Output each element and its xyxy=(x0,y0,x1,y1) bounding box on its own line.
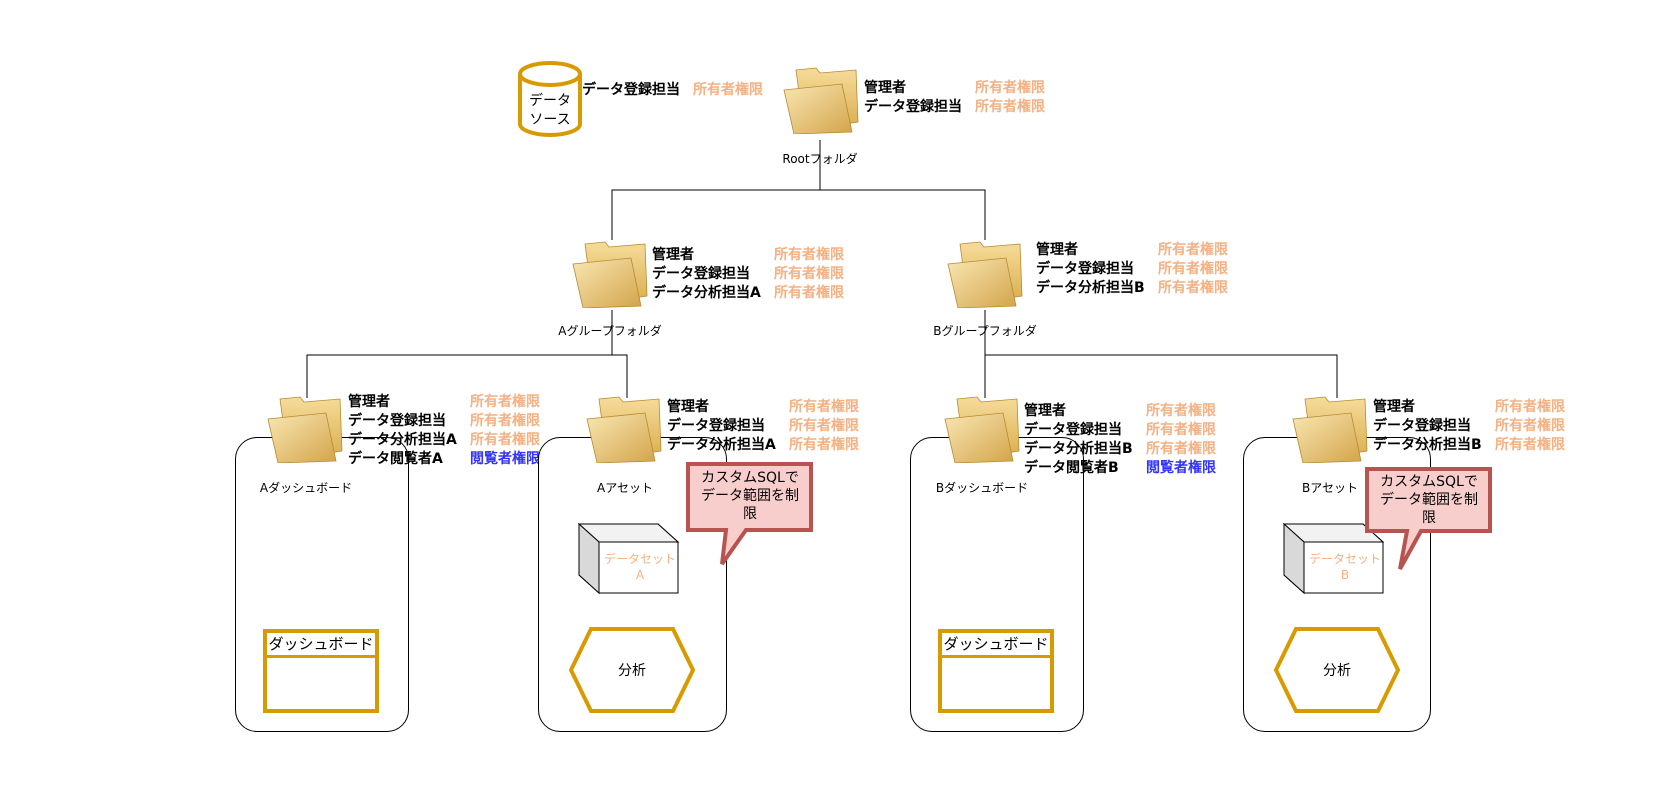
role-name: データ分析担当A xyxy=(667,437,776,453)
permission-level: 所有者権限 xyxy=(789,437,859,453)
a-dashboard-folder-icon xyxy=(267,396,343,463)
role-name: データ分析担当B xyxy=(1024,441,1133,457)
a-asset-role-list: 管理者データ登録担当データ分析担当A xyxy=(667,398,776,455)
root-folder-icon xyxy=(783,67,859,134)
group-b-role-list: 管理者データ登録担当データ分析担当B xyxy=(1036,241,1145,298)
role-name: データ登録担当 xyxy=(864,99,962,115)
b-asset-role-list: 管理者データ登録担当データ分析担当B xyxy=(1373,398,1482,455)
role-name: データ登録担当 xyxy=(652,266,750,282)
a-dashboard-perm-list: 所有者権限所有者権限所有者権限閲覧者権限 xyxy=(470,393,540,469)
b-asset-folder-icon xyxy=(1292,396,1368,463)
role-name: データ分析担当A xyxy=(652,285,761,301)
permission-level: 所有者権限 xyxy=(1158,242,1228,258)
role-name: 管理者 xyxy=(1024,403,1066,419)
datasource-perm: 所有者権限 xyxy=(693,82,763,98)
dataset-b-label: データセット B xyxy=(1308,552,1382,582)
b-dashboard-box[interactable]: ダッシュボード xyxy=(938,629,1054,713)
b-asset-perm-list: 所有者権限所有者権限所有者権限 xyxy=(1495,398,1565,455)
permission-level: 閲覧者権限 xyxy=(1146,460,1216,476)
datasource-role: データ登録担当 xyxy=(582,82,680,98)
permission-level: 所有者権限 xyxy=(789,418,859,434)
role-name: データ登録担当 xyxy=(1036,261,1134,277)
role-name: 管理者 xyxy=(652,247,694,263)
group-a-perm-list: 所有者権限所有者権限所有者権限 xyxy=(774,246,844,303)
analysis-a-hexagon-icon[interactable] xyxy=(569,627,695,713)
analysis-a-label: 分析 xyxy=(618,663,646,679)
group-b-perm-list: 所有者権限所有者権限所有者権限 xyxy=(1158,241,1228,298)
role-name: データ登録担当 xyxy=(667,418,765,434)
dataset-a-label: データセット A xyxy=(603,552,677,582)
b-dashboard-folder-icon xyxy=(944,396,1020,463)
b-dashboard-box-title: ダッシュボード xyxy=(942,633,1050,658)
group-a-folder-icon xyxy=(572,241,648,308)
permission-level: 所有者権限 xyxy=(789,399,859,415)
datasource-cylinder-icon xyxy=(518,61,582,137)
role-name: データ分析担当B xyxy=(1373,437,1482,453)
callout-b-shape xyxy=(1365,467,1492,570)
a-dashboard-role-list: 管理者データ登録担当データ分析担当A データ閲覧者A xyxy=(348,393,457,469)
callout-b-text: カスタムSQLで データ範囲を制 限 xyxy=(1380,474,1478,526)
group-a-role-list: 管理者データ登録担当データ分析担当A xyxy=(652,246,761,303)
a-asset-perm-list: 所有者権限所有者権限所有者権限 xyxy=(789,398,859,455)
permission-level: 所有者権限 xyxy=(975,80,1045,96)
permission-level: 所有者権限 xyxy=(1158,261,1228,277)
role-name: データ分析担当B xyxy=(1036,280,1145,296)
analysis-b-label: 分析 xyxy=(1323,663,1351,679)
b-dashboard-label: Bダッシュボード xyxy=(935,481,1029,495)
permission-level: 所有者権限 xyxy=(1495,418,1565,434)
group-a-folder-label: Aグループフォルダ xyxy=(558,324,662,338)
a-dashboard-box-title: ダッシュボード xyxy=(267,633,375,658)
a-asset-label: Aアセット xyxy=(597,481,653,495)
permission-level: 所有者権限 xyxy=(470,394,540,410)
role-name: データ分析担当A xyxy=(348,432,457,448)
root-folder-label: Rootフォルダ xyxy=(782,152,858,166)
role-name: データ閲覧者B xyxy=(1024,460,1119,476)
role-name: データ登録担当 xyxy=(1024,422,1122,438)
root-perm-list: 所有者権限所有者権限 xyxy=(975,79,1045,117)
root-role-list: 管理者データ登録担当 xyxy=(864,79,962,117)
callout-a-text: カスタムSQLで データ範囲を制 限 xyxy=(701,470,799,522)
callout-a-shape xyxy=(686,462,813,566)
permission-level: 所有者権限 xyxy=(774,285,844,301)
b-asset-label: Bアセット xyxy=(1302,481,1358,495)
datasource-label: データ ソース xyxy=(529,93,571,128)
permission-level: 所有者権限 xyxy=(975,99,1045,115)
a-dashboard-label: Aダッシュボード xyxy=(259,481,353,495)
analysis-b-hexagon-icon[interactable] xyxy=(1274,627,1400,713)
dataset-b-cube-icon[interactable] xyxy=(1282,522,1386,595)
role-name: 管理者 xyxy=(1036,242,1078,258)
role-name: データ閲覧者A xyxy=(348,451,443,467)
permission-level: 所有者権限 xyxy=(1146,422,1216,438)
group-b-folder-label: Bグループフォルダ xyxy=(933,324,1037,338)
permission-level: 所有者権限 xyxy=(1146,403,1216,419)
a-asset-folder-icon xyxy=(586,396,662,463)
role-name: 管理者 xyxy=(1373,399,1415,415)
permission-level: 所有者権限 xyxy=(1146,441,1216,457)
role-name: データ登録担当 xyxy=(1373,418,1471,434)
role-name: 管理者 xyxy=(864,80,906,96)
permission-level: 所有者権限 xyxy=(774,266,844,282)
role-name: データ登録担当 xyxy=(348,413,446,429)
group-b-folder-icon xyxy=(947,241,1023,308)
permission-level: 所有者権限 xyxy=(774,247,844,263)
permission-level: 所有者権限 xyxy=(1495,437,1565,453)
permission-level: 所有者権限 xyxy=(470,432,540,448)
permission-level: 所有者権限 xyxy=(1158,280,1228,296)
a-dashboard-box[interactable]: ダッシュボード xyxy=(263,629,379,713)
dataset-a-cube-icon[interactable] xyxy=(577,522,681,595)
role-name: 管理者 xyxy=(667,399,709,415)
b-dashboard-perm-list: 所有者権限所有者権限所有者権限閲覧者権限 xyxy=(1146,402,1216,478)
permission-level: 所有者権限 xyxy=(470,413,540,429)
permission-level: 閲覧者権限 xyxy=(470,451,540,467)
b-dashboard-role-list: 管理者データ登録担当データ分析担当B データ閲覧者B xyxy=(1024,402,1133,478)
permission-level: 所有者権限 xyxy=(1495,399,1565,415)
role-name: 管理者 xyxy=(348,394,390,410)
